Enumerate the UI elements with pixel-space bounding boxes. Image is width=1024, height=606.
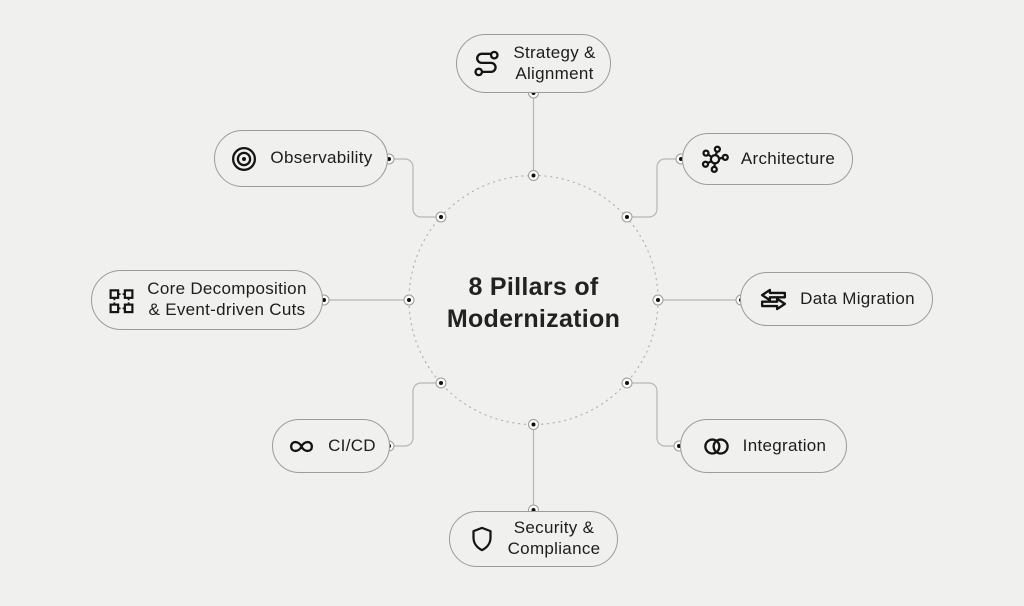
infinity-icon <box>290 440 314 452</box>
node-label: Strategy & Alignment <box>513 42 596 83</box>
node-data-migration: Data Migration <box>740 272 933 326</box>
target-icon <box>232 146 257 171</box>
node-security-compliance: Security & Compliance <box>449 511 618 567</box>
node-observability: Observability <box>214 130 388 187</box>
venn-circles-icon <box>703 437 729 455</box>
node-label: Integration <box>742 435 827 455</box>
network-icon <box>701 145 729 173</box>
node-label: Security & Compliance <box>507 518 601 558</box>
node-architecture: Architecture <box>682 133 853 185</box>
center-title: 8 Pillars of Modernization <box>446 273 621 333</box>
modules-icon <box>109 288 134 313</box>
node-cicd: CI/CD <box>272 419 390 473</box>
node-strategy-alignment: Strategy & Alignment <box>456 34 611 93</box>
node-label: CI/CD <box>328 435 376 455</box>
swap-arrows-icon <box>761 288 787 310</box>
node-label: Architecture <box>740 148 836 168</box>
connector-lines <box>324 93 741 510</box>
node-label: Core Decomposition & Event-driven Cuts <box>147 279 307 319</box>
node-core-decomposition: Core Decomposition & Event-driven Cuts <box>91 270 323 330</box>
shield-icon <box>471 526 492 552</box>
node-integration: Integration <box>680 419 847 473</box>
route-icon <box>474 50 499 77</box>
node-label: Observability <box>270 148 373 168</box>
node-label: Data Migration <box>800 288 915 308</box>
